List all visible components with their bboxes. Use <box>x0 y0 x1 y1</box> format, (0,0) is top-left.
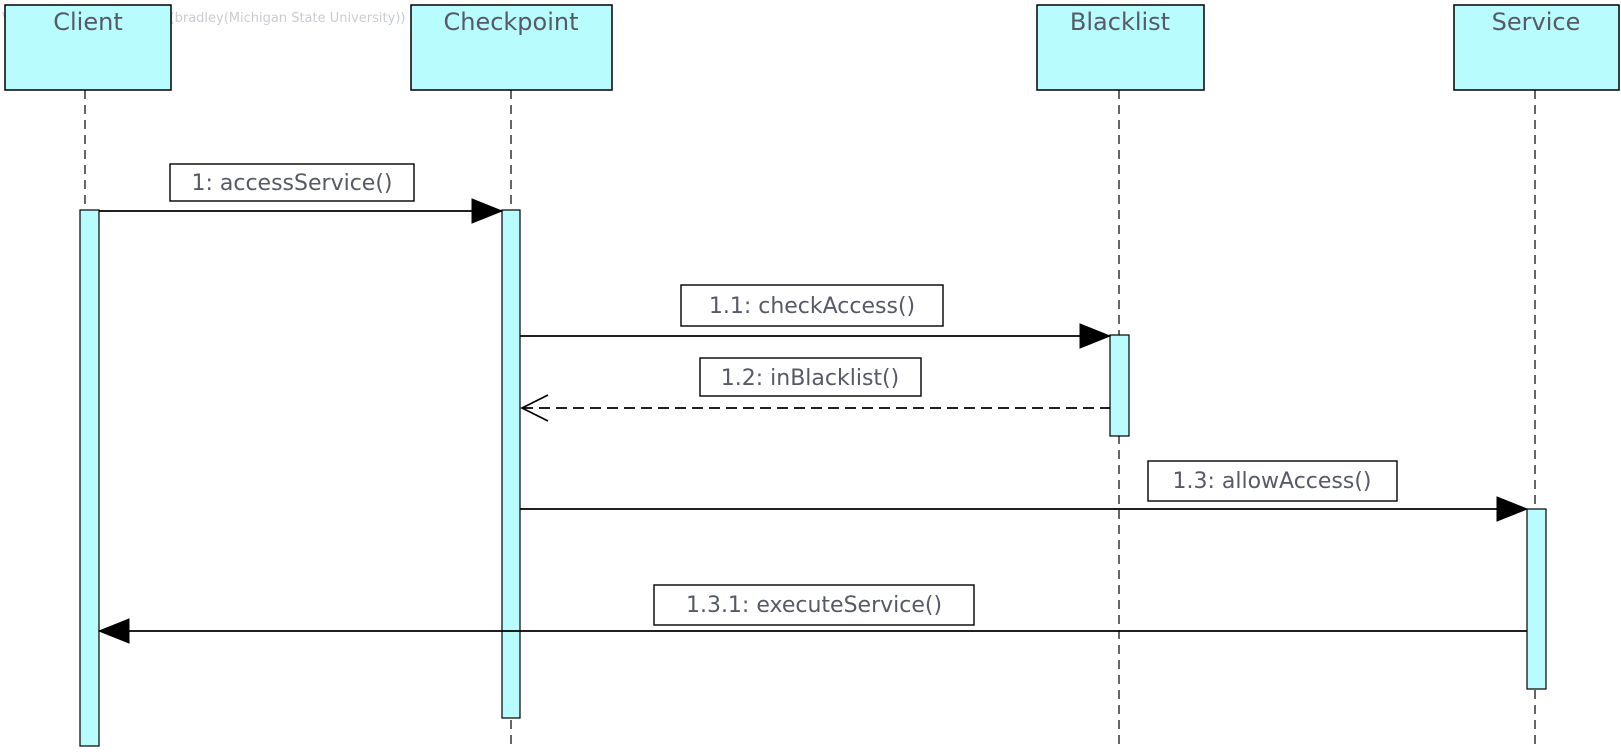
message-label-box <box>1147 460 1398 502</box>
message-in-blacklist[interactable]: 1.2: inBlacklist() <box>520 357 1110 422</box>
filled-arrowhead-icon <box>1079 323 1112 349</box>
participant-client[interactable]: Client <box>4 4 172 91</box>
message-label: 1.3: allowAccess() <box>1172 469 1371 494</box>
activation-bar-client <box>79 209 100 747</box>
activation-bar-blacklist <box>1109 334 1130 437</box>
message-check-access[interactable]: 1.1: checkAccess() <box>520 284 1112 349</box>
participant-service[interactable]: Service <box>1453 4 1620 91</box>
open-arrowhead-icon <box>520 394 549 422</box>
message-label: 1: accessService() <box>191 171 392 196</box>
message-label-box <box>680 284 944 327</box>
activation-bar-service <box>1526 508 1547 690</box>
filled-arrowhead-icon <box>471 198 504 224</box>
filled-arrowhead-icon <box>1496 496 1529 522</box>
participant-box <box>1453 4 1620 91</box>
activation-bar-checkpoint <box>501 209 521 719</box>
participant-blacklist[interactable]: Blacklist <box>1036 4 1205 91</box>
participant-label: Service <box>1492 8 1581 36</box>
participant-box <box>4 4 172 91</box>
message-label-box <box>169 163 415 202</box>
message-allow-access[interactable]: 1.3: allowAccess() <box>520 460 1529 522</box>
message-access-service[interactable]: 1: accessService() <box>99 163 504 224</box>
participant-label: Blacklist <box>1070 8 1170 36</box>
message-label-box <box>653 584 975 626</box>
message-label-box <box>699 357 922 397</box>
message-label: 1.3.1: executeService() <box>686 593 942 618</box>
participant-box <box>410 4 613 91</box>
participant-label: Client <box>53 8 122 36</box>
participant-label: Checkpoint <box>443 8 578 36</box>
participant-checkpoint[interactable]: Checkpoint <box>410 4 613 91</box>
message-label: 1.1: checkAccess() <box>709 294 915 319</box>
message-execute-service[interactable]: 1.3.1: executeService() <box>97 584 1527 644</box>
participant-box <box>1036 4 1205 91</box>
message-label: 1.2: inBlacklist() <box>721 366 899 391</box>
filled-arrowhead-icon <box>97 618 130 644</box>
